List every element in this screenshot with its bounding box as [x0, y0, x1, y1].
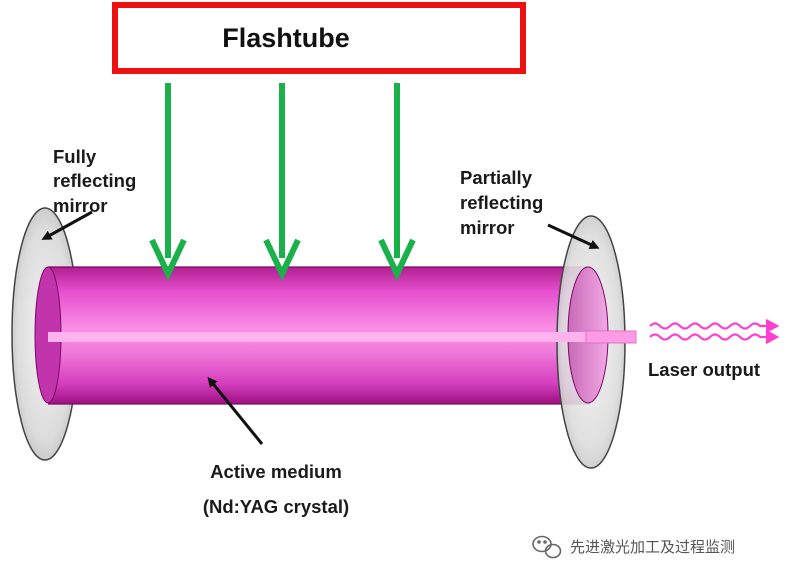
active-medium-label: Active medium — [210, 461, 342, 482]
laser-output-label: Laser output — [648, 359, 760, 380]
pump-arrow — [263, 83, 301, 282]
partial-mirror-line: Partially — [460, 167, 533, 188]
full-mirror-line: mirror — [53, 195, 108, 216]
flashtube-label: Flashtube — [222, 23, 350, 53]
partial-mirror-label: Partially reflecting mirror — [460, 167, 548, 238]
pump-arrow — [149, 83, 187, 282]
watermark-text: 先进激光加工及过程监测 — [570, 538, 735, 556]
laser-beam — [48, 330, 637, 344]
output-wave — [649, 322, 766, 330]
output-wave — [649, 333, 766, 341]
flashtube: Flashtube — [112, 2, 526, 74]
pump-arrows — [149, 83, 416, 282]
laser-output-waves — [649, 319, 780, 344]
full-mirror-line: Fully — [53, 146, 97, 167]
crystal-label: (Nd:YAG crystal) — [203, 496, 349, 517]
pointer-active-medium — [207, 376, 264, 445]
beam-exit — [585, 330, 637, 344]
flashtube-box — [112, 2, 526, 74]
partial-mirror-line: mirror — [460, 217, 515, 238]
pointer-full-mirror — [41, 210, 93, 240]
pointer-partial-mirror — [547, 223, 600, 250]
beam-inside — [48, 332, 616, 342]
full-mirror-line: reflecting — [53, 170, 136, 191]
partial-mirror-line: reflecting — [460, 192, 543, 213]
watermark: 先进激光加工及过程监测 — [532, 535, 735, 559]
labels: Fully reflecting mirror Partially reflec… — [53, 146, 760, 517]
output-wave-head — [765, 330, 780, 344]
pump-arrow — [378, 83, 416, 282]
full-mirror-label: Fully reflecting mirror — [53, 146, 141, 216]
pointer-arrows — [41, 210, 600, 445]
output-wave-head — [765, 319, 780, 333]
wechat-icon — [532, 535, 562, 559]
